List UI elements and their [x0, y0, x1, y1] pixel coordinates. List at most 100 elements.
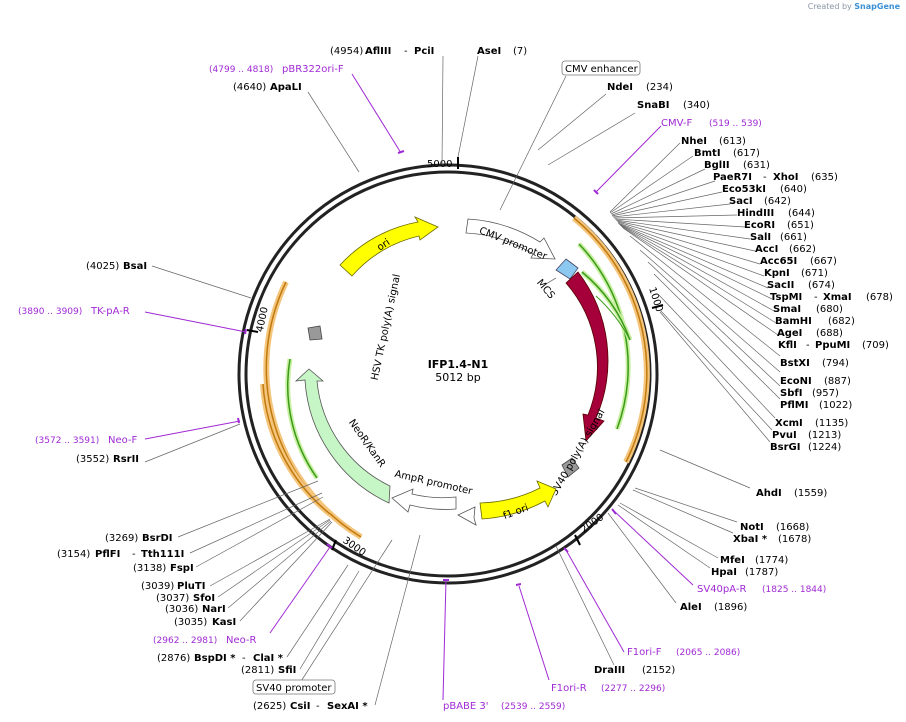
enzyme-accI[interactable]: AccI	[755, 244, 778, 255]
feature-label-sv40-polya: SV40 poly(A) signal	[549, 408, 607, 498]
feature-hsv-tk-polya[interactable]	[307, 325, 323, 341]
enzyme-kasI[interactable]: KasI	[212, 617, 236, 628]
enzyme-dash: -	[404, 46, 408, 57]
enzyme-paeR7I[interactable]: PaeR7I	[713, 172, 752, 183]
enzyme-sbfI[interactable]: SbfI	[780, 388, 802, 399]
enzyme-bsaI[interactable]: BsaI	[123, 261, 147, 272]
feature-ampr-promoter-a[interactable]	[457, 506, 477, 526]
enzyme-snaBI[interactable]: SnaBI	[637, 100, 669, 111]
feature-ampr-promoter[interactable]	[391, 488, 457, 513]
enzyme-pluTI[interactable]: PluTI	[177, 581, 205, 592]
enzyme-pos-paeR7I: (635)	[811, 172, 838, 183]
enzyme-eco53kI[interactable]: Eco53kI	[722, 184, 766, 195]
enzyme-notI[interactable]: NotI	[740, 522, 764, 533]
feature-neor[interactable]	[294, 368, 391, 504]
enzyme-sfoI[interactable]: SfoI	[193, 593, 215, 604]
enzyme-narI[interactable]: NarI	[202, 604, 226, 615]
enzyme-pos-accI: (662)	[789, 244, 816, 255]
tick-4000	[246, 329, 259, 333]
enzyme-dash: -	[763, 172, 767, 183]
feature-ori[interactable]	[339, 216, 439, 277]
box-cmv-enhancer[interactable]	[561, 60, 641, 76]
box-sv40-promoter[interactable]	[252, 679, 336, 695]
orf-ifp-inner2	[595, 295, 631, 341]
enzyme-sfiI[interactable]: SfiI	[278, 665, 296, 676]
enzyme-apaLI[interactable]: ApaLI	[270, 82, 302, 93]
enzyme-ndeI[interactable]: NdeI	[607, 82, 633, 93]
primer-pbabe-3[interactable]: pBABE 3'	[443, 701, 489, 712]
enzyme-hpaI[interactable]: HpaI	[711, 567, 737, 578]
enzyme-pflMI[interactable]: PflMI	[780, 400, 808, 411]
enzyme-xmaI[interactable]: XmaI	[823, 292, 852, 303]
feature-f1-ori[interactable]	[479, 480, 557, 520]
primer-neo-r[interactable]: Neo-R	[226, 635, 257, 646]
enzyme-aleI[interactable]: AleI	[680, 602, 702, 613]
enzyme-pos-sacI: (642)	[764, 196, 791, 207]
feature-label-mcs: MCS	[534, 277, 557, 301]
mcs-leader	[545, 277, 557, 285]
primer-range-neo-r: (2962 .. 2981)	[153, 636, 217, 646]
primer-neo-f[interactable]: Neo-F	[108, 435, 138, 446]
enzyme-ecoNI[interactable]: EcoNI	[780, 376, 812, 387]
enzyme-claI[interactable]: ClaI *	[253, 653, 284, 664]
enzyme-hindIII[interactable]: HindIII	[737, 208, 774, 219]
enzyme-kpnI[interactable]: KpnI	[764, 268, 790, 279]
enzyme-xbaI[interactable]: XbaI *	[733, 534, 768, 545]
enzyme-sexAI[interactable]: SexAI *	[327, 701, 368, 712]
enzyme-bsrGI[interactable]: BsrGI	[770, 442, 800, 453]
enzyme-sacI[interactable]: SacI	[729, 196, 753, 207]
enzyme-kflI[interactable]: KflI	[778, 340, 797, 351]
enzyme-ppuMI[interactable]: PpuMI	[815, 340, 850, 351]
enzyme-pflFI[interactable]: PflFI	[95, 549, 120, 560]
left-enzymes: (4954) AflIII - PciI (4640) ApaLI (4025)…	[57, 46, 434, 712]
enzyme-ageI[interactable]: AgeI	[777, 328, 802, 339]
enzyme-mfeI[interactable]: MfeI	[720, 555, 745, 566]
enzyme-pos-ahdI: (1559)	[794, 488, 827, 499]
enzyme-bglII[interactable]: BglII	[704, 160, 730, 171]
enzyme-pos-kpnI: (671)	[801, 268, 828, 279]
primer-sv40pa-r[interactable]: SV40pA-R	[697, 584, 746, 595]
enzyme-xhoI[interactable]: XhoI	[773, 172, 798, 183]
enzyme-pvuI[interactable]: PvuI	[772, 430, 797, 441]
enzyme-pos-rsrII: (3552)	[76, 454, 109, 465]
enzyme-pos-pvuI: (1213)	[808, 430, 841, 441]
leaders-right	[457, 55, 781, 666]
enzyme-pos-ecoRI: (651)	[787, 220, 814, 231]
enzyme-tspMI[interactable]: TspMI	[770, 292, 802, 303]
enzyme-bsrDI[interactable]: BsrDI	[142, 533, 173, 544]
enzyme-smaI[interactable]: SmaI	[773, 304, 801, 315]
primer-tk-pa-r[interactable]: TK-pA-R	[90, 306, 130, 317]
backbone-inner	[244, 170, 652, 578]
enzyme-bmtI[interactable]: BmtI	[694, 148, 721, 159]
enzyme-bstXI[interactable]: BstXI	[780, 358, 810, 369]
enzyme-pciI[interactable]: PciI	[414, 46, 434, 57]
enzyme-acc65I[interactable]: Acc65I	[760, 256, 797, 267]
feature-cmv-promoter[interactable]	[465, 218, 556, 260]
enzyme-nheI[interactable]: NheI	[681, 136, 707, 147]
primer-f1ori-f[interactable]: F1ori-F	[627, 647, 662, 658]
enzyme-pos-sacII: (674)	[808, 280, 835, 291]
enzyme-bamHI[interactable]: BamHI	[775, 316, 812, 327]
enzyme-bspDI[interactable]: BspDI *	[194, 653, 236, 664]
enzyme-ecoRI[interactable]: EcoRI	[744, 220, 775, 231]
primer-f1ori-r[interactable]: F1ori-R	[551, 683, 587, 694]
enzyme-sacII[interactable]: SacII	[767, 280, 794, 291]
enzyme-aseI[interactable]: AseI	[477, 46, 501, 57]
enzyme-dash: -	[132, 549, 136, 560]
enzyme-draIII[interactable]: DraIII	[594, 665, 625, 676]
enzyme-ahdI[interactable]: AhdI	[756, 488, 782, 499]
enzyme-pos-bstXI: (794)	[822, 358, 849, 369]
enzyme-csiI[interactable]: CsiI	[290, 701, 310, 712]
enzyme-fspI[interactable]: FspI	[170, 563, 194, 574]
enzyme-tth111I[interactable]: Tth111I	[141, 549, 184, 560]
tick-2000	[574, 534, 581, 546]
feature-sv40-polya[interactable]	[561, 457, 580, 478]
enzyme-pos-bamHI: (682)	[828, 316, 855, 327]
enzyme-rsrII[interactable]: RsrII	[113, 454, 139, 465]
feature-ifp[interactable]	[565, 271, 609, 442]
enzyme-xcmI[interactable]: XcmI	[775, 418, 803, 429]
enzyme-salI[interactable]: SalI	[750, 232, 771, 243]
primer-pbr322ori-f[interactable]: pBR322ori-F	[282, 64, 344, 75]
enzyme-aflIII[interactable]: AflIII	[365, 46, 391, 57]
primer-cmv-f[interactable]: CMV-F	[661, 118, 692, 129]
